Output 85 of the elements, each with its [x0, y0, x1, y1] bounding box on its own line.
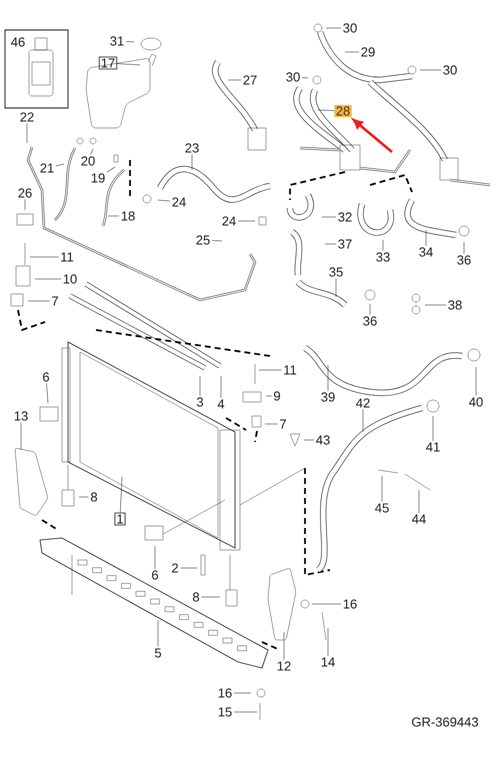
- callout-number: 16: [218, 688, 232, 698]
- callout-number: 12: [278, 661, 291, 671]
- leader-line: [362, 408, 364, 432]
- callout-number: 37: [338, 239, 352, 249]
- callout-number: 31: [110, 36, 124, 46]
- leader-line: [382, 240, 384, 251]
- leader-line: [56, 164, 64, 166]
- leader-line: [120, 476, 122, 513]
- callout-number: 3: [196, 397, 204, 407]
- callout-number: 25: [196, 235, 210, 245]
- leader-line: [78, 496, 89, 498]
- callout-number: 16: [344, 599, 357, 609]
- callout-number: 42: [356, 398, 370, 408]
- leader-line: [20, 422, 22, 450]
- callout-number: 29: [361, 47, 375, 57]
- callout-number: 15: [218, 707, 232, 717]
- callout-number: 19: [92, 173, 105, 183]
- leader-line: [418, 490, 420, 514]
- callout-number: 24: [172, 197, 186, 207]
- callout-number: 22: [20, 112, 34, 122]
- arrow: [352, 119, 393, 153]
- leader-line: [158, 200, 170, 202]
- leader-line: [116, 63, 140, 66]
- callout-number: 26: [18, 188, 32, 198]
- callout-number: 7: [52, 296, 58, 306]
- leader-line: [302, 77, 308, 78]
- boxed-callout-number: 17: [98, 56, 118, 70]
- callout-number: 33: [376, 252, 390, 262]
- callout-number: 46: [11, 37, 25, 47]
- callout-number: 30: [343, 23, 357, 33]
- callout-number: 36: [363, 316, 377, 326]
- callout-number: 34: [419, 247, 433, 257]
- leader-line: [30, 256, 59, 258]
- drawing-number: GR-369443: [412, 717, 478, 727]
- leader-line: [28, 300, 50, 302]
- callout-number: 8: [192, 592, 200, 602]
- callout-number: 20: [81, 156, 95, 166]
- callout-number: 11: [284, 366, 296, 374]
- callout-number: 9: [274, 391, 280, 401]
- callout-number: 36: [457, 255, 471, 265]
- callout-number: 21: [40, 163, 54, 173]
- leader-line: [238, 220, 256, 222]
- leader-line: [318, 110, 334, 111]
- leader-line: [126, 41, 134, 42]
- callout-number: 30: [443, 65, 457, 75]
- callout-number: 4: [218, 400, 224, 408]
- callout-number: 13: [14, 411, 28, 421]
- leader-line: [201, 596, 220, 598]
- leader-line: [34, 278, 62, 280]
- callout-number: 43: [316, 435, 330, 445]
- callout-number: 38: [448, 300, 462, 310]
- leader-line: [424, 304, 446, 306]
- boxed-callout-number: 1: [114, 512, 126, 526]
- callout-number: 40: [469, 397, 483, 407]
- callout-number: 14: [322, 658, 335, 666]
- leader-line: [46, 383, 48, 404]
- callout-number: 2: [172, 563, 178, 573]
- callout-number: 45: [375, 503, 389, 513]
- callout-number: 27: [243, 75, 257, 85]
- callout-number: 30: [286, 72, 300, 82]
- callout-number: 39: [321, 392, 335, 402]
- callout-number: 18: [122, 211, 135, 221]
- callout-number: 7: [280, 420, 286, 428]
- leader-line: [154, 546, 156, 569]
- callout-number: 24: [222, 216, 236, 226]
- callout-number: 11: [61, 252, 74, 262]
- callout-number: 6: [43, 372, 50, 382]
- leader-line: [212, 240, 222, 242]
- leader-line: [322, 216, 336, 218]
- callout-number: 8: [90, 492, 98, 502]
- leader-line: [106, 166, 116, 172]
- callout-number: 32: [338, 212, 352, 222]
- callout-number: 6: [152, 570, 158, 580]
- leader-line: [234, 692, 252, 694]
- callout-number: 5: [154, 648, 162, 658]
- leader-line: [220, 376, 222, 398]
- leader-line: [90, 148, 94, 155]
- callout-number: 10: [64, 274, 77, 284]
- callout-number: 35: [329, 267, 343, 277]
- leader-line: [24, 199, 26, 210]
- callout-number: 41: [426, 442, 440, 452]
- callout-number: 23: [185, 143, 199, 153]
- leader-line: [432, 416, 434, 442]
- callout-number: 44: [412, 514, 426, 524]
- leader-line: [26, 122, 28, 144]
